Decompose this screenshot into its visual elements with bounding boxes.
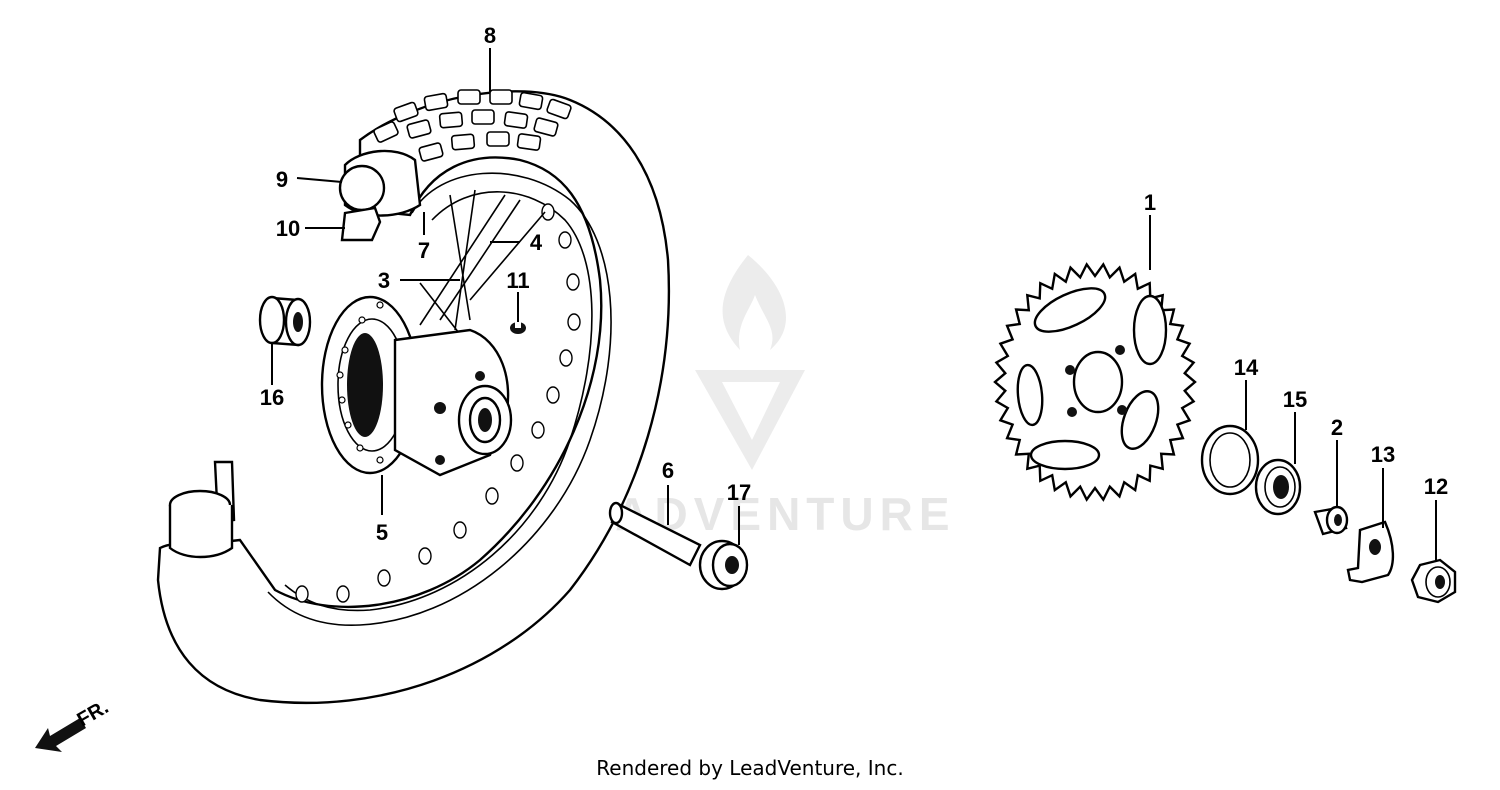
rear-wheel-assembly <box>156 89 671 704</box>
tire <box>156 90 671 704</box>
hub-flange-holes <box>336 301 384 464</box>
callout-9: 9 <box>276 167 288 192</box>
circlip-14 <box>1200 424 1260 496</box>
sprocket-bolt-hole <box>1117 405 1127 415</box>
bolt-11 <box>510 322 526 334</box>
sprocket-cutout <box>1132 294 1168 366</box>
front-direction-marker: FR. <box>35 696 112 752</box>
callout-2: 2 <box>1331 415 1343 440</box>
callout-5: 5 <box>376 520 388 545</box>
front-arrow-icon <box>35 718 86 752</box>
rim-band <box>340 206 382 242</box>
sprocket-cutout <box>1016 363 1044 427</box>
leader-lines <box>271 48 1437 562</box>
hub <box>320 295 513 477</box>
callout-16: 16 <box>260 385 284 410</box>
render-credit: Rendered by LeadVenture, Inc. <box>596 756 904 780</box>
spoke-nipples <box>295 203 581 603</box>
sprocket-cutout <box>1033 287 1107 333</box>
inner-tube <box>338 149 422 217</box>
chain-adjuster-13 <box>1346 520 1395 584</box>
callout-13: 13 <box>1371 442 1395 467</box>
bearing-17 <box>698 539 749 591</box>
axle-collar-6 <box>608 501 702 567</box>
callout-11: 11 <box>506 268 529 293</box>
bearing-15 <box>1254 458 1302 516</box>
nut-12 <box>1410 558 1457 604</box>
sprocket-cutout <box>1029 439 1101 471</box>
sprocket-center-bore <box>1072 350 1124 414</box>
watermark-v-icon <box>695 370 805 470</box>
callout-numbers: 1 2 3 4 5 6 7 8 9 10 11 12 13 14 15 16 1… <box>260 23 1448 545</box>
sprocket-bolt-hole <box>1115 345 1125 355</box>
callout-8: 8 <box>484 23 496 48</box>
collar-2 <box>1313 505 1349 536</box>
callout-4: 4 <box>530 230 543 255</box>
callout-1: 1 <box>1144 190 1156 215</box>
callout-3: 3 <box>378 268 390 293</box>
callout-7: 7 <box>418 238 430 263</box>
rim <box>267 172 612 627</box>
callout-17: 17 <box>727 480 751 505</box>
callout-10: 10 <box>276 216 300 241</box>
callout-6: 6 <box>662 458 674 483</box>
callout-14: 14 <box>1234 355 1259 380</box>
watermark-flame-icon <box>722 255 786 350</box>
rim-inner-edge <box>284 191 593 612</box>
bearing-16 <box>258 295 312 347</box>
tire-tread <box>373 89 572 162</box>
tire-cutaway <box>168 460 236 559</box>
sprocket-cutout <box>1120 390 1160 450</box>
callout-15: 15 <box>1283 387 1307 412</box>
callout-12: 12 <box>1424 474 1448 499</box>
final-driven-sprocket <box>993 262 1197 502</box>
sprocket-bolt-hole <box>1067 407 1077 417</box>
sprocket-bolt-hole <box>1065 365 1075 375</box>
